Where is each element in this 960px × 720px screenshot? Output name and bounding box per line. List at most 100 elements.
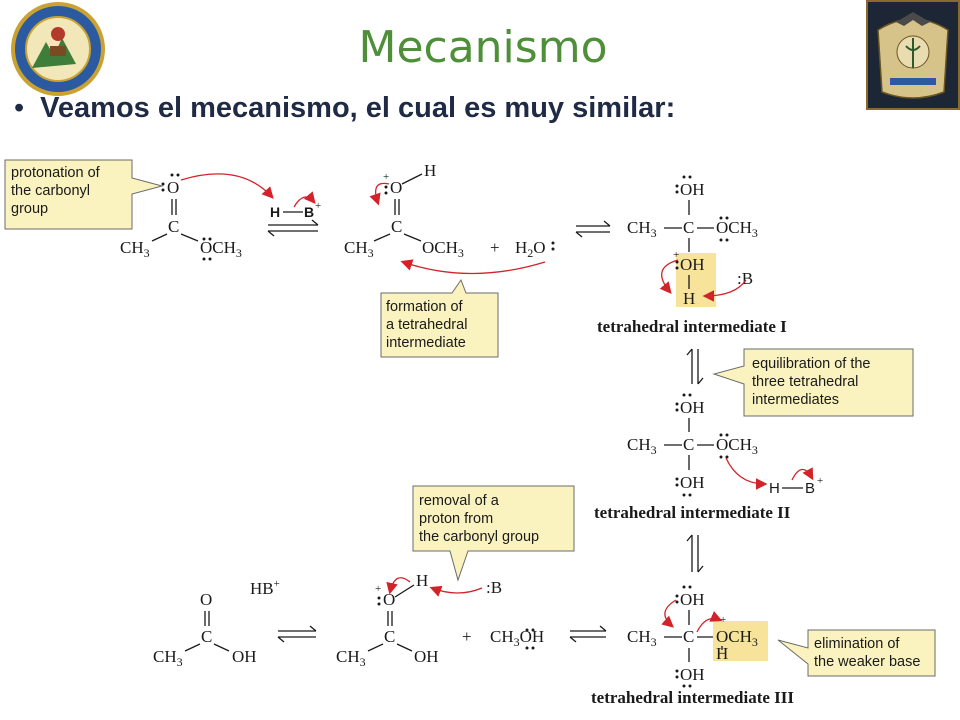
equilibrium-arrow-1 [267, 219, 319, 237]
plus-1: + [490, 238, 500, 257]
arrow-base-deprotonate [429, 585, 483, 597]
equilibrium-arrow-4 [277, 625, 317, 643]
svg-text:+: + [673, 249, 679, 261]
equilibrium-arrow-vertical-2 [686, 534, 704, 573]
callout-elimination: elimination of the weaker base [777, 629, 936, 677]
callout-removal: removal of a proton from the carbonyl gr… [412, 485, 575, 582]
svg-text:B: B [304, 204, 314, 220]
equilibrium-arrow-2 [575, 220, 611, 238]
svg-text:OH: OH [414, 647, 439, 666]
svg-text:H: H [769, 480, 780, 497]
svg-text:+: + [720, 614, 726, 626]
svg-text:CH3: CH3 [120, 238, 150, 260]
svg-text:OH: OH [232, 647, 257, 666]
svg-text:CH3: CH3 [627, 218, 657, 240]
acid-hb: H B + [270, 200, 321, 220]
methanol-molecule: CH3OH [490, 627, 544, 650]
callout-removal-line3: the carbonyl group [419, 529, 539, 545]
svg-text:C: C [384, 627, 395, 646]
svg-text:C: C [683, 218, 694, 237]
callout-tetra-formation: formation of a tetrahedral intermediate [380, 278, 499, 358]
equilibrium-arrow-3 [569, 625, 607, 643]
arrow-ti3-leave [696, 611, 723, 633]
callout-protonation: protonation of the carbonyl group [4, 159, 164, 230]
svg-text:H2O: H2O [515, 238, 546, 260]
water-molecule: H2O [515, 238, 555, 260]
svg-text:C: C [201, 627, 212, 646]
equilibrium-arrow-vertical-1 [686, 348, 704, 385]
tetrahedral-intermediate-1: OH CH3 C OCH3 OH + H :B [627, 175, 758, 308]
arrow-protonation [180, 173, 274, 199]
svg-text:O: O [200, 590, 212, 609]
arrow-ti2-lonepair [725, 457, 768, 490]
callout-elim-line1: elimination of [814, 636, 900, 652]
svg-text:OH: OH [680, 590, 705, 609]
callout-equil-line2: three tetrahedral [752, 374, 858, 390]
bullet-text: •Veamos el mecanismo, el cual es muy sim… [14, 92, 676, 124]
protonated-acid: O + H C CH3 OH :B [336, 571, 502, 669]
callout-equil-line1: equilibration of the [752, 356, 871, 372]
svg-text:OCH3: OCH3 [716, 435, 758, 457]
svg-text:OCH3: OCH3 [716, 218, 758, 240]
callout-removal-line1: removal of a [419, 493, 500, 509]
svg-text:CH3: CH3 [344, 238, 374, 260]
callout-equilibration: equilibration of the three tetrahedral i… [712, 348, 914, 417]
svg-text:HB+: HB+ [250, 578, 280, 598]
svg-text:C: C [683, 435, 694, 454]
label-ti1: tetrahedral intermediate I [597, 317, 787, 336]
svg-text:OH: OH [680, 180, 705, 199]
bullet-text-content: Veamos el mecanismo, el cual es muy simi… [40, 92, 676, 124]
svg-text:OCH3: OCH3 [716, 627, 758, 649]
svg-text:O: O [383, 590, 395, 609]
svg-text:C: C [683, 627, 694, 646]
svg-text:H: H [424, 161, 436, 180]
svg-text:C: C [391, 217, 402, 236]
callout-removal-line2: proton from [419, 511, 493, 527]
svg-text:CH3: CH3 [336, 647, 366, 669]
callout-protonation-line1: protonation of [11, 165, 101, 181]
svg-text:CH3: CH3 [627, 435, 657, 457]
arrow-pi-shift [369, 182, 390, 206]
svg-text:OH: OH [680, 473, 705, 492]
svg-text:OH: OH [680, 255, 705, 274]
svg-text:CH3OH: CH3OH [490, 627, 544, 649]
arrow-water-attack [400, 259, 546, 275]
svg-text::B: :B [737, 269, 753, 288]
callout-protonation-line2: the carbonyl [11, 183, 90, 199]
callout-tetra-line1: formation of [386, 299, 464, 315]
svg-text:O: O [167, 178, 179, 197]
tetrahedral-intermediate-2: OH CH3 C OCH3 OH H B + [627, 393, 823, 497]
svg-text:CH3: CH3 [627, 627, 657, 649]
callout-protonation-line3: group [11, 201, 48, 217]
label-ti2: tetrahedral intermediate II [594, 503, 791, 522]
svg-text:H: H [716, 644, 728, 663]
arrow-ti2-hb [791, 467, 814, 481]
plus-2: + [462, 627, 472, 646]
svg-text:+: + [817, 475, 823, 487]
callout-tetra-line2: a tetrahedral [386, 317, 467, 333]
arrow-ti1-oh [659, 259, 679, 294]
tetrahedral-intermediate-3: OH CH3 C OCH3 + H OH [627, 585, 768, 688]
svg-text:CH3: CH3 [153, 647, 183, 669]
svg-text:B: B [805, 480, 815, 497]
callout-equil-line3: intermediates [752, 392, 839, 408]
slide-title: Mecanismo [358, 22, 608, 73]
svg-text:OCH3: OCH3 [422, 238, 464, 260]
svg-text:H: H [416, 571, 428, 590]
ester-molecule: O C CH3 OCH3 [120, 173, 242, 261]
svg-text::B: :B [486, 578, 502, 597]
svg-text:OCH3: OCH3 [200, 238, 242, 260]
arrow-oh-bond [386, 577, 411, 595]
svg-text:+: + [375, 583, 381, 595]
acetic-acid-product: O C CH3 OH HB+ [153, 578, 280, 669]
svg-text:+: + [383, 171, 389, 183]
arrow-ti1-base [702, 279, 747, 302]
svg-text:OH: OH [680, 665, 705, 684]
svg-text:O: O [390, 178, 402, 197]
university-seal-logo [11, 2, 105, 96]
svg-text:C: C [168, 217, 179, 236]
callout-tetra-line3: intermediate [386, 335, 466, 351]
svg-text:H: H [683, 289, 695, 308]
faculty-crest-logo [866, 0, 960, 110]
